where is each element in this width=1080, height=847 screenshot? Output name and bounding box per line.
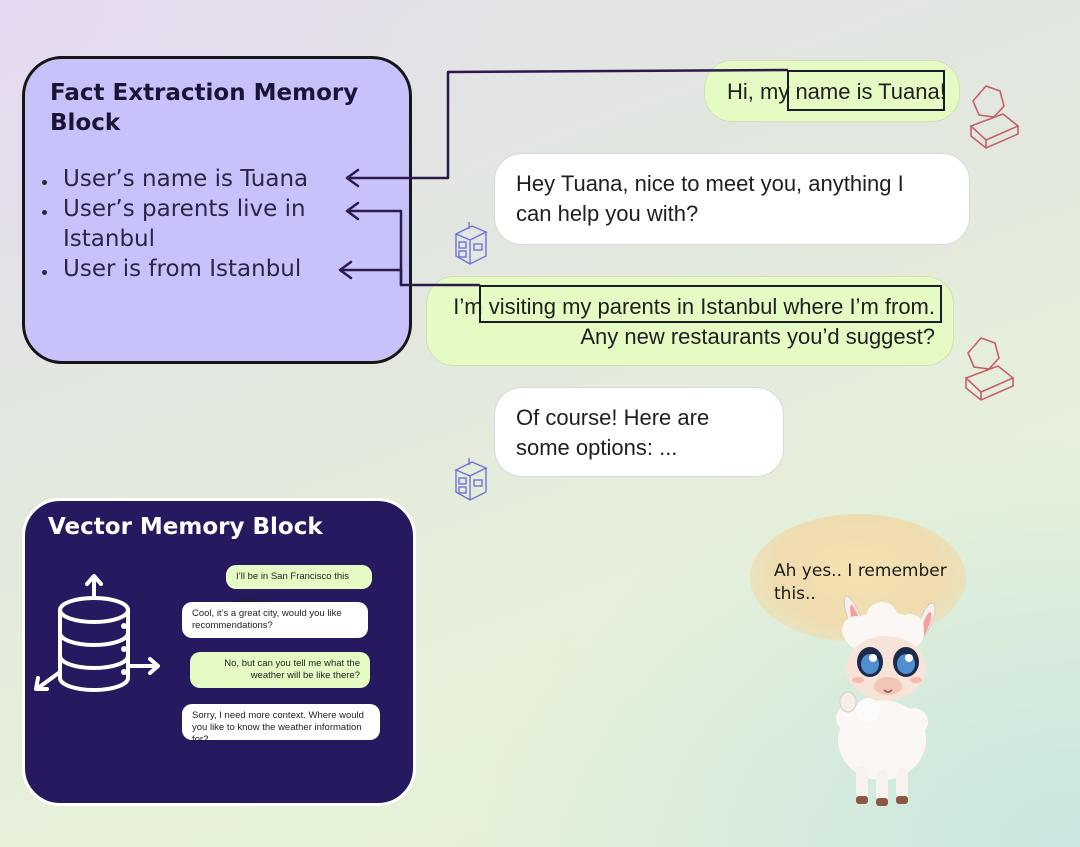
vector-user-message-text: No, but can you tell me what the weather… — [224, 658, 360, 681]
vector-user-message: I’ll be in San Francisco this week — [226, 565, 372, 606]
fact-item: User’s name is Tuana — [63, 166, 309, 192]
bullet-icon — [42, 270, 47, 275]
vector-block-title: Vector Memory Block — [48, 514, 323, 540]
vector-assistant-message: Cool, it’s a great city, would you like … — [182, 602, 368, 638]
user-message-text: Hi, my name is Tuana! — [727, 79, 946, 104]
arrow-head — [338, 260, 353, 280]
fact-item: User is from Istanbul — [63, 256, 302, 282]
assistant-message-bubble: Of course! Here are some options: ... — [494, 387, 784, 477]
fact-block-title: Fact Extraction Memory Block — [50, 80, 359, 136]
user-message-text: I’m visiting my parents in Istanbul wher… — [453, 294, 935, 349]
assistant-message-bubble: Hey Tuana, nice to meet you, anything I … — [494, 153, 970, 245]
thought-text: Ah yes.. I remember this.. — [774, 561, 947, 604]
fact-item: User’s parents live in Istanbul — [63, 196, 306, 252]
assistant-message-text: Hey Tuana, nice to meet you, anything I … — [516, 171, 904, 226]
bullet-icon — [42, 180, 47, 185]
vector-assistant-message: Sorry, I need more context. Where would … — [182, 704, 380, 745]
vector-user-message: No, but can you tell me what the weather… — [190, 652, 370, 688]
arrow-head — [345, 168, 360, 188]
arrow-name-to-fact — [348, 68, 789, 180]
arrow-parents-to-fact — [348, 209, 481, 287]
database-icon — [34, 574, 160, 692]
arrow-from-to-fact — [341, 268, 403, 287]
assistant-avatar-icon — [454, 458, 488, 501]
llama-mascot-icon — [836, 595, 936, 806]
user-avatar-icon — [969, 85, 1020, 149]
assistant-message-text: Of course! Here are some options: ... — [516, 405, 710, 460]
user-avatar-icon — [964, 337, 1015, 401]
vector-assistant-message-text: Cool, it’s a great city, would you like … — [192, 608, 342, 631]
arrow-head — [345, 201, 360, 221]
vector-assistant-message-text: Sorry, I need more context. Where would … — [192, 710, 364, 745]
assistant-avatar-icon — [454, 222, 488, 265]
bullet-icon — [42, 210, 47, 215]
vector-user-message-text: I’ll be in San Francisco this week — [236, 571, 349, 606]
name-highlight-box — [787, 70, 945, 111]
parents-highlight-box — [479, 285, 942, 323]
